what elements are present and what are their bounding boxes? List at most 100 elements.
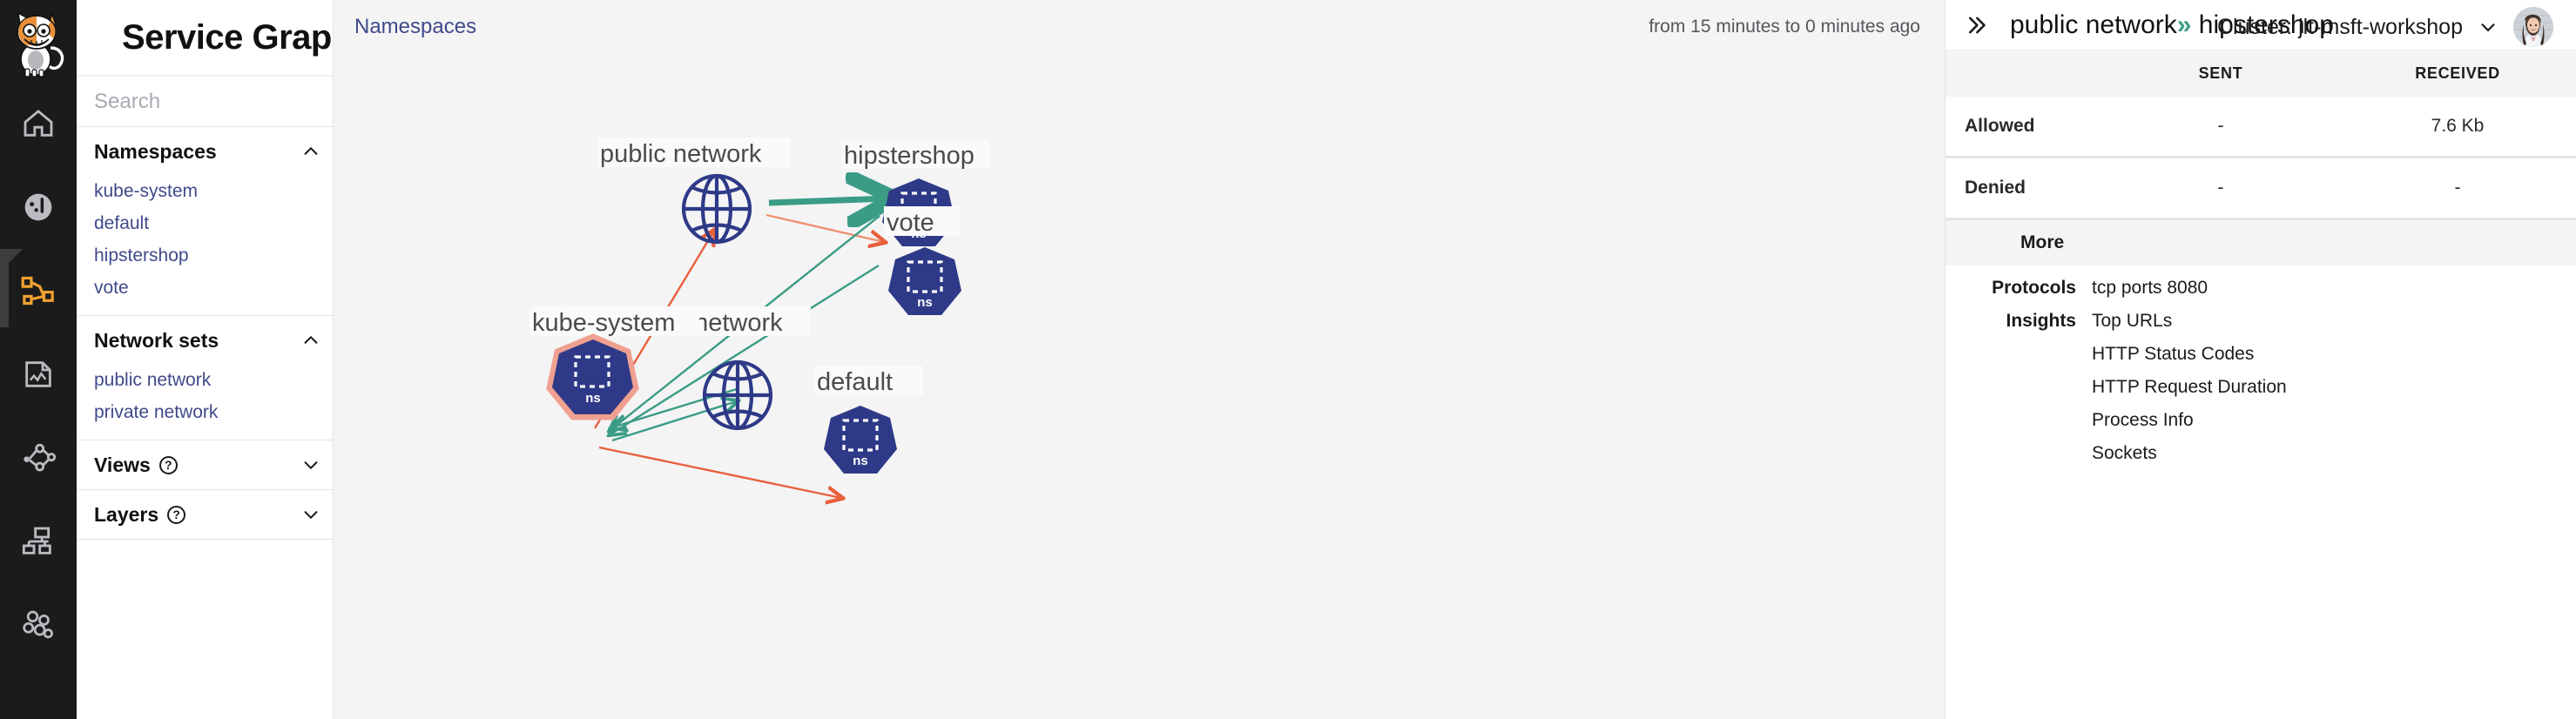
protocols-value: tcp ports 8080 xyxy=(2092,278,2208,298)
edge-public-network-vote[interactable] xyxy=(765,213,884,242)
clusters-icon xyxy=(23,610,53,639)
rail-item-dashboard[interactable] xyxy=(0,165,77,249)
insights-label: Insights xyxy=(2006,311,2076,331)
rail-item-flow-visualizer[interactable] xyxy=(0,416,77,500)
insights-row: Insights Top URLs HTTP Status Codes HTTP… xyxy=(1945,299,2576,476)
protocols-label: Protocols xyxy=(1992,278,2076,298)
sidebar-item-vote[interactable]: vote xyxy=(94,278,129,298)
chevron-down-icon[interactable] xyxy=(2477,16,2499,38)
details-title-from: public network xyxy=(2010,10,2177,39)
time-range-label[interactable]: from 15 minutes to 0 minutes ago xyxy=(1649,17,1920,37)
globe-icon xyxy=(681,173,752,245)
sidebar-section-namespaces-body: kube-system default hipstershop vote xyxy=(77,176,333,315)
sidebar-item-hipstershop[interactable]: hipstershop xyxy=(94,245,189,265)
service-graph-canvas[interactable]: public network private network xyxy=(334,54,1945,719)
sidebar-section-views: Views ? xyxy=(77,440,333,490)
insight-http-status-codes[interactable]: HTTP Status Codes xyxy=(2092,344,2255,364)
sidebar-section-network-sets: Network sets public network private netw… xyxy=(77,316,333,440)
insight-sockets[interactable]: Sockets xyxy=(2092,443,2157,463)
sidebar-section-views-header[interactable]: Views ? xyxy=(77,440,333,489)
avatar[interactable] xyxy=(2513,7,2553,47)
traffic-row-denied-received: - xyxy=(2339,157,2576,220)
traffic-table-col-blank xyxy=(1945,50,2102,97)
rail-item-logs[interactable] xyxy=(0,333,77,416)
rail-item-home[interactable] xyxy=(0,82,77,165)
topbar-right: Cluster: jlt-msft-workshop xyxy=(2217,0,2576,54)
sidebar-item-default[interactable]: default xyxy=(94,213,150,233)
graph-toolbar: Namespaces from 15 minutes to 0 minutes … xyxy=(334,0,1945,54)
hierarchy-icon xyxy=(22,527,51,554)
rail-item-service-graph[interactable] xyxy=(0,249,77,333)
sidebar-section-layers-title: Layers xyxy=(94,502,159,526)
rail-item-endpoints[interactable] xyxy=(0,583,77,667)
sidebar-item-public-network[interactable]: public network xyxy=(94,370,212,390)
graph-node-vote-badge: ns xyxy=(917,295,933,310)
expand-right-icon[interactable] xyxy=(1965,12,1991,38)
details-panel-title: public network» hipstershop xyxy=(2010,10,2334,40)
traffic-row-denied-sent: - xyxy=(2102,157,2339,220)
more-section-header[interactable]: More xyxy=(1945,220,2576,265)
sidebar-item-private-network[interactable]: private network xyxy=(94,402,219,422)
sidebar-section-views-title: Views xyxy=(94,453,151,476)
left-sidebar: Service Graph Namespaces xyxy=(77,0,420,719)
sidebar-section-layers: Layers ? xyxy=(77,490,333,540)
breadcrumb[interactable]: Namespaces xyxy=(354,15,477,38)
main-graph-area: Namespaces from 15 minutes to 0 minutes … xyxy=(334,0,1945,719)
question-mark-icon[interactable]: ? xyxy=(158,455,178,474)
traffic-table-col-received: RECEIVED xyxy=(2339,50,2576,97)
namespace-hexagon xyxy=(552,339,633,414)
graph-node-kube-system-label: kube-system xyxy=(532,309,675,337)
insight-http-request-duration[interactable]: HTTP Request Duration xyxy=(2092,377,2287,397)
service-graph-svg[interactable]: public network private network xyxy=(334,54,1945,719)
traffic-row-denied-label: Denied xyxy=(1945,157,2102,220)
traffic-row-allowed-received: 7.6 Kb xyxy=(2339,97,2576,158)
traffic-row-allowed-label: Allowed xyxy=(1945,97,2102,158)
edge-vote-kube-system[interactable] xyxy=(610,264,880,434)
sidebar-section-layers-header[interactable]: Layers ? xyxy=(77,490,333,539)
traffic-table-header-row: SENT RECEIVED xyxy=(1945,50,2576,97)
search-input[interactable] xyxy=(94,89,364,114)
calico-cat-logo[interactable] xyxy=(0,5,77,82)
edge-public-network-hipstershop[interactable] xyxy=(768,198,889,203)
graph-node-kube-system-badge: ns xyxy=(585,391,601,406)
graph-node-default[interactable]: default ns xyxy=(814,366,923,474)
selected-outline xyxy=(546,333,639,420)
sidebar-item-kube-system[interactable]: kube-system xyxy=(94,181,199,201)
chevron-down-icon[interactable] xyxy=(301,455,320,474)
table-row: Allowed - 7.6 Kb xyxy=(1945,97,2576,158)
traffic-row-allowed-sent: - xyxy=(2102,97,2339,158)
graph-node-vote[interactable]: vote ns xyxy=(884,206,961,315)
graph-node-hipstershop-label: hipstershop xyxy=(844,142,974,170)
traffic-table-col-sent: SENT xyxy=(2102,50,2339,97)
question-mark-icon[interactable]: ? xyxy=(167,505,186,524)
insights-list: Top URLs HTTP Status Codes HTTP Request … xyxy=(2092,311,2287,476)
sidebar-section-namespaces-header[interactable]: Namespaces xyxy=(77,127,333,176)
details-title-separator: » xyxy=(2176,10,2192,39)
cluster-selector-label[interactable]: Cluster: jlt-msft-workshop xyxy=(2217,14,2463,39)
details-panel-header: public network» hipstershop xyxy=(1945,0,2576,50)
graph-node-vote-label: vote xyxy=(887,209,934,237)
sidebar-section-network-sets-header[interactable]: Network sets xyxy=(77,316,333,365)
globe-icon xyxy=(702,360,773,431)
graph-node-public-network[interactable]: public network xyxy=(597,138,791,245)
insight-process-info[interactable]: Process Info xyxy=(2092,410,2194,430)
document-chart-icon xyxy=(25,361,51,387)
insight-top-urls[interactable]: Top URLs xyxy=(2092,311,2173,331)
edge-kube-system-private-network[interactable] xyxy=(611,401,737,442)
chevron-up-icon[interactable] xyxy=(301,142,320,161)
chevron-up-icon[interactable] xyxy=(301,331,320,350)
service-graph-icon xyxy=(21,276,54,306)
edge-kube-system-default[interactable] xyxy=(598,446,841,498)
rail-item-policies[interactable] xyxy=(0,500,77,583)
namespace-hexagon xyxy=(888,247,961,315)
protocols-row: Protocols tcp ports 8080 xyxy=(1945,265,2576,299)
home-icon xyxy=(24,109,53,137)
chevron-down-icon[interactable] xyxy=(301,505,320,524)
graph-node-kube-system[interactable]: kube-system ns xyxy=(529,306,699,420)
sidebar-section-namespaces-title: Namespaces xyxy=(94,139,217,163)
sidebar-section-namespaces: Namespaces kube-system default hipstersh… xyxy=(77,127,333,316)
sidebar-section-network-sets-title: Network sets xyxy=(94,328,219,352)
sidebar-section-network-sets-body: public network private network xyxy=(77,365,333,440)
graph-node-default-label: default xyxy=(817,368,893,396)
